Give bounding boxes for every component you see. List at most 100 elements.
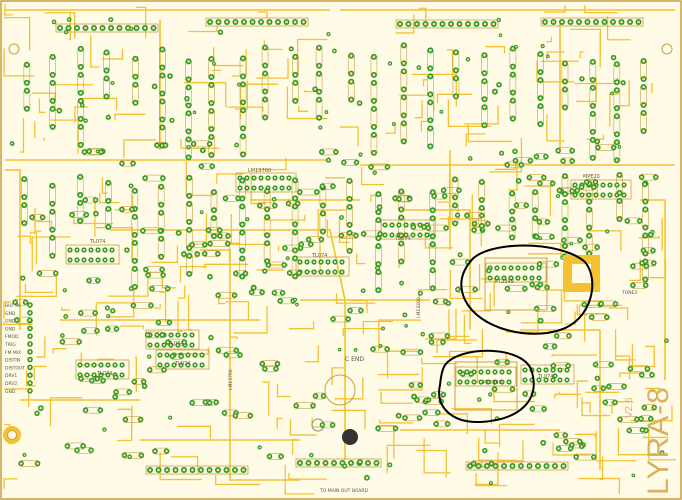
pad-hole [238,353,242,357]
pad-hole [186,353,190,357]
trace [661,217,663,251]
pad-hole [28,318,31,322]
pad-hole [107,199,110,203]
pad-hole [431,260,435,264]
pad-hole [155,143,159,147]
pad-hole [320,238,323,241]
pad-hole [146,333,149,337]
pad-hole [159,185,163,189]
pad-hole [182,252,186,256]
pad-hole [106,327,109,331]
pad-hole [441,340,445,344]
pad-hole [160,268,164,271]
pad-hole [133,241,137,245]
pad-hole [273,204,277,207]
pad-hole [539,104,542,108]
pad-hole [79,377,83,380]
pad-hole [208,142,211,146]
pad-hole [265,241,269,245]
trace [90,35,100,68]
pad-hole [51,228,54,232]
pad-hole [340,234,343,237]
trace [3,48,35,77]
dip-ic-outline [65,244,120,265]
pad-hole [110,248,114,252]
trace [546,114,565,142]
electrolytic-cap-large [324,374,356,406]
pad-hole [263,72,267,75]
pad-hole [554,374,557,378]
pad-hole [281,291,284,295]
pad-hole [240,275,244,278]
header-connector [55,23,159,33]
header-connector [395,19,499,29]
pad-hole [551,182,554,185]
pad-hole [187,86,190,89]
header-connector [465,461,569,471]
pad-hole [509,276,513,280]
pad-hole [218,228,221,232]
trace [159,291,167,322]
pad-hole [169,343,173,347]
pad-hole [378,205,381,209]
mounting-hole-top-right [661,43,673,55]
pad-hole [111,309,114,312]
pad-hole [566,364,570,368]
pad-hole [240,223,244,226]
pad-hole [179,355,183,358]
pad-hole [263,116,267,119]
pad-hole [51,99,54,103]
pad-hole [480,214,484,217]
pad-hole [405,325,407,327]
trace [24,283,54,293]
pad-hole [582,303,586,306]
pad-hole [618,173,621,177]
pad-hole [523,378,527,382]
pad-hole [622,81,625,84]
pad-hole [428,100,432,104]
trace [473,328,484,358]
pad-hole [543,20,547,24]
trace [584,313,607,342]
pad-hole [428,118,432,122]
pad-hole [539,70,542,74]
pad-hole [348,249,351,253]
pad-hole [21,276,25,280]
pad-hole [51,202,54,206]
pad-hole [485,464,489,468]
pad-hole [266,176,270,180]
pad-hole [425,398,428,402]
trace [615,355,631,380]
pad-hole [537,368,541,372]
pad-hole [268,20,271,24]
pad-hole [651,230,654,233]
pad-hole [161,176,165,180]
header-connector [540,17,644,27]
pad-hole [453,196,457,199]
pad-hole [168,321,171,324]
pad-hole [208,242,212,245]
pad-hole [544,345,547,348]
pad-hole [555,334,558,338]
pad-hole [241,127,245,130]
pad-hole [615,183,619,187]
pad-hole [547,55,549,58]
pad-hole [101,379,105,382]
pad-hole [250,291,253,294]
pad-hole [219,31,222,34]
pad-hole [83,198,87,202]
pad-hole [358,460,362,464]
pad-hole [378,232,382,236]
pad-hole [493,380,497,384]
pad-hole [263,90,267,93]
pad-hole [354,234,358,237]
pad-hole [459,253,462,256]
pad-hole [41,216,44,219]
pad-hole [457,189,461,192]
pad-hole [234,414,237,417]
pad-hole [238,83,240,86]
pad-hole [265,233,269,237]
pad-hole [159,211,163,215]
trace [180,139,220,149]
trace [304,345,319,363]
